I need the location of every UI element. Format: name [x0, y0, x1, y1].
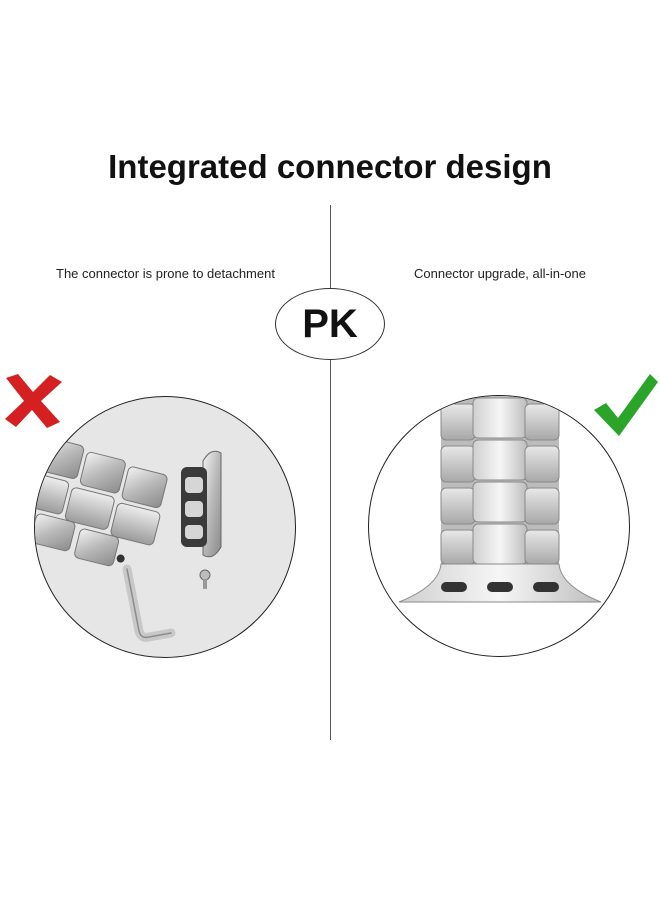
left-caption: The connector is prone to detachment — [56, 266, 275, 281]
check-mark-icon — [592, 370, 660, 443]
integrated-connector-image — [368, 395, 630, 657]
center-divider — [330, 205, 331, 740]
right-caption: Connector upgrade, all-in-one — [414, 266, 586, 281]
pk-badge: PK — [275, 288, 385, 360]
page-title: Integrated connector design — [108, 148, 552, 185]
detached-connector-image — [34, 396, 296, 658]
x-mark-icon — [2, 372, 64, 435]
pk-badge-text: PK — [302, 301, 358, 346]
